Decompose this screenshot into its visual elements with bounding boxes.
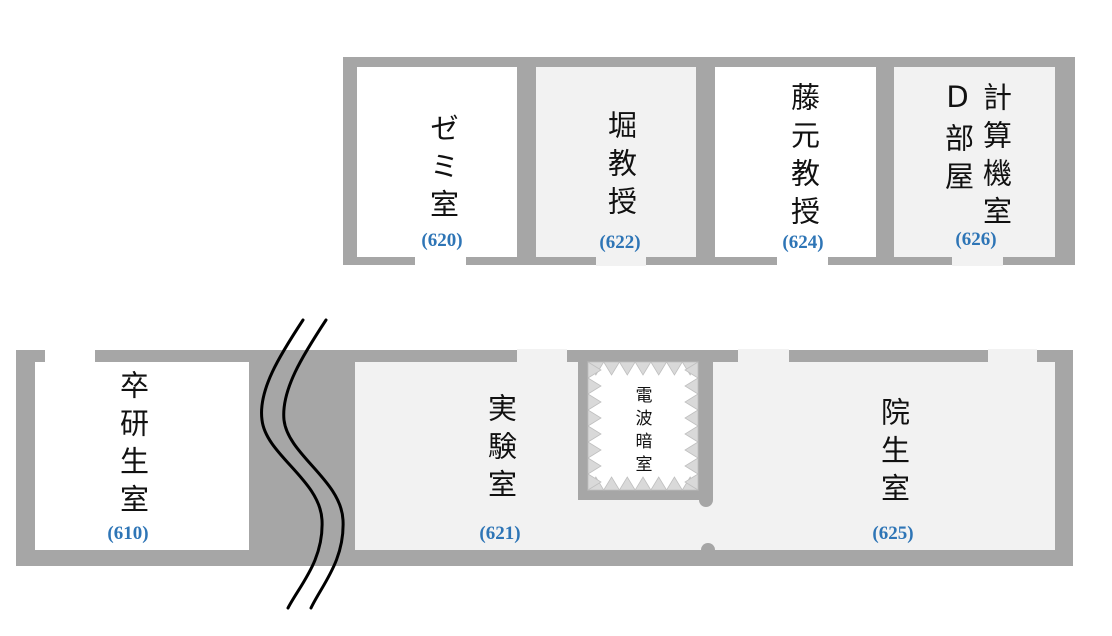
room-626-floor [894, 67, 1055, 257]
anechoic-chamber-name: 電波暗室 [631, 386, 652, 478]
room-610-floor [35, 362, 249, 550]
anechoic-chamber-floor [588, 362, 698, 490]
door-622 [596, 256, 646, 266]
room-621-name: 実験室 [483, 393, 518, 507]
absorber-wedge [587, 457, 602, 475]
absorber-wedge [665, 476, 683, 491]
door-621 [517, 349, 567, 363]
room-625-name: 院生室 [876, 397, 911, 511]
absorber-wedge [684, 473, 699, 491]
door-625-left [738, 349, 789, 363]
absorber-wedge [684, 441, 699, 459]
room-626-subname: D部屋 [940, 80, 975, 199]
room-626-name: 計算機室 [978, 82, 1013, 234]
absorber-wedge [684, 393, 699, 411]
absorber-wedge [603, 361, 621, 376]
absorber-wedge [587, 441, 602, 459]
door-626 [952, 256, 1003, 266]
absorber-wedge [650, 476, 668, 491]
door-610 [45, 349, 95, 363]
door-624 [777, 256, 828, 266]
room-621-number: (621) [479, 523, 521, 544]
room-624-floor [715, 67, 876, 257]
absorber-wedge [618, 476, 636, 491]
room-624-number: (624) [782, 232, 824, 253]
break-line-right [282, 318, 345, 610]
absorber-wedge [603, 476, 621, 491]
absorber-wedges [587, 361, 699, 491]
room-626-number: (626) [955, 229, 997, 250]
room-624-name: 藤元教授 [786, 82, 821, 234]
room-622-number: (622) [599, 232, 641, 253]
absorber-wedge [634, 476, 652, 491]
room-610-number: (610) [107, 523, 149, 544]
break-line-left [260, 318, 324, 610]
absorber-wedge [684, 361, 699, 379]
absorber-wedge [587, 361, 602, 379]
absorber-wedge [684, 377, 699, 395]
door-620 [415, 256, 466, 266]
room-620-floor [357, 67, 517, 257]
absorber-wedge [634, 361, 652, 376]
absorber-wedge [587, 409, 602, 427]
absorber-wedge [618, 361, 636, 376]
door-625-right [988, 349, 1037, 363]
absorber-wedge [665, 361, 683, 376]
partition-floor-stub [701, 543, 715, 557]
absorber-wedge [587, 473, 602, 491]
room-622-floor [536, 67, 696, 257]
absorber-wedge [684, 457, 699, 475]
absorber-wedge [684, 425, 699, 443]
room-622-name: 堀教授 [603, 110, 638, 224]
room-610-name: 卒研生室 [115, 370, 150, 522]
room-625-number: (625) [872, 523, 914, 544]
absorber-wedge [587, 425, 602, 443]
room-620-number: (620) [421, 230, 463, 251]
absorber-wedge [587, 393, 602, 411]
room-620-name: ゼミ室 [425, 113, 460, 227]
partition-end-cap [699, 493, 713, 507]
absorber-wedge [650, 361, 668, 376]
absorber-wedge [684, 409, 699, 427]
absorber-wedge [587, 377, 602, 395]
